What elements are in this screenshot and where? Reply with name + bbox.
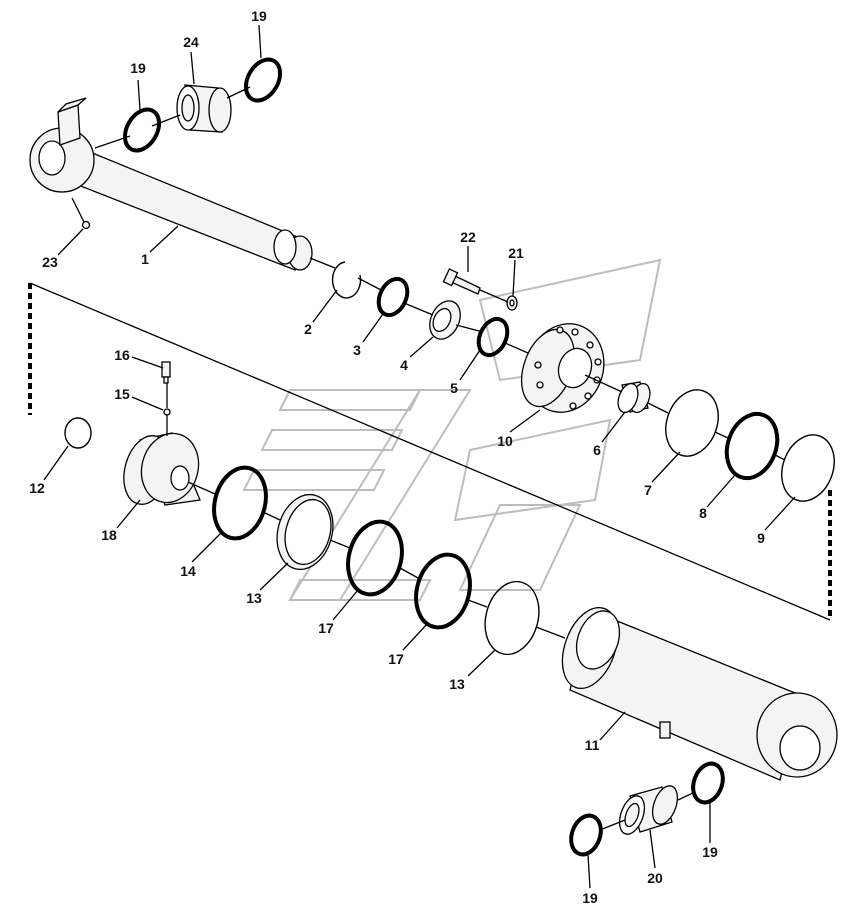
part-8-ring	[724, 411, 780, 481]
callout-24: 24	[183, 34, 199, 50]
callout-14: 14	[180, 563, 196, 579]
callout-17: 17	[318, 620, 334, 636]
callout-22: 22	[460, 229, 476, 245]
callout-20: 20	[647, 870, 663, 886]
part-15-ball	[163, 408, 171, 416]
part-19-ring-top-left	[122, 107, 162, 153]
part-1-piston-rod	[29, 97, 313, 271]
assembly-frame	[28, 282, 832, 621]
part-18-piston	[123, 432, 201, 506]
part-13-seal-left	[276, 493, 334, 571]
part-4-wiper	[429, 300, 461, 340]
part-17-ring-left	[346, 519, 404, 597]
callout-15: 15	[114, 386, 130, 402]
callout-1: 1	[141, 251, 149, 267]
callout-2: 2	[304, 321, 312, 337]
callout-13: 13	[246, 590, 262, 606]
callout-19: 19	[582, 890, 598, 906]
callout-21: 21	[508, 245, 524, 261]
part-11-cylinder-barrel	[561, 606, 838, 781]
part-13-seal-right	[484, 580, 540, 656]
axis-lines	[94, 86, 786, 831]
callout-5: 5	[450, 380, 458, 396]
part-12-ring	[64, 417, 92, 449]
callout-8: 8	[699, 505, 707, 521]
part-3-ring	[376, 276, 410, 318]
callout-7: 7	[644, 482, 652, 498]
callout-19: 19	[130, 60, 146, 76]
callout-17: 17	[388, 651, 404, 667]
callout-9: 9	[757, 530, 765, 546]
callout-18: 18	[101, 527, 117, 543]
part-5-ring	[476, 316, 510, 358]
leader-lines	[43, 24, 796, 889]
part-19-ring-lower-left	[569, 813, 603, 857]
part-6-sleeve	[617, 381, 651, 414]
part-22-bolt	[442, 268, 481, 295]
callout-labels: 19 24 19 1 23 22 21 2 3 4 5 10 6 7 8 9 1…	[29, 8, 765, 906]
callout-6: 6	[593, 442, 601, 458]
part-9-ring	[781, 434, 835, 502]
callout-19: 19	[251, 8, 267, 24]
callout-10: 10	[497, 433, 513, 449]
part-19-ring-lower-right	[691, 761, 725, 805]
part-7-ring	[665, 389, 719, 457]
callout-23: 23	[42, 254, 58, 270]
callout-13: 13	[449, 676, 465, 692]
callout-4: 4	[400, 357, 408, 373]
part-14-ring	[212, 465, 268, 541]
callout-12: 12	[29, 480, 45, 496]
callout-3: 3	[353, 342, 361, 358]
part-20-bushing	[618, 785, 679, 835]
part-17-ring-right	[414, 552, 472, 630]
callout-16: 16	[114, 347, 130, 363]
part-2-snap-ring	[331, 261, 362, 299]
part-10-cylinder-head	[520, 323, 605, 413]
part-16-screw	[161, 361, 171, 384]
part-23-grease-nipple	[71, 197, 91, 230]
part-19-ring-top-right	[243, 57, 283, 103]
callout-11: 11	[585, 737, 600, 753]
part-24-bushing	[176, 84, 232, 133]
part-21-washer	[506, 295, 518, 311]
callout-19: 19	[702, 844, 718, 860]
